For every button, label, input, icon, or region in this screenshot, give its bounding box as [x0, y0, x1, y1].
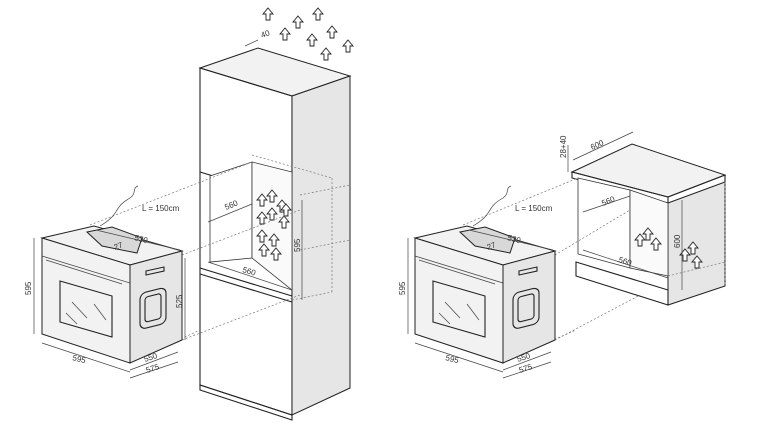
dim-niche-height: 595 [293, 238, 302, 252]
dim-oven-depth-top: 530 [134, 233, 150, 245]
dim-oven-offset-right: 27 [486, 240, 498, 252]
dim-niche-width-right: 560 [617, 255, 633, 267]
left-installation: L = 150cm 530 27 595 525 595 550 575 40 … [24, 7, 354, 421]
dim-niche-height-right: 600 [673, 234, 682, 248]
dim-niche-width: 560 [241, 265, 257, 277]
cable-length-label-right: L = 150cm [515, 204, 553, 213]
under-counter-cabinet [570, 143, 727, 306]
dim-oven-width: 595 [72, 353, 88, 365]
dim-oven-side-height: 525 [175, 294, 184, 308]
dim-worktop-gap: 28+40 [559, 135, 568, 158]
dim-oven-depth-body: 550 [143, 351, 159, 364]
dim-worktop-depth: 600 [589, 138, 605, 152]
dim-top-gap: 40 [260, 28, 272, 40]
dim-oven-width-right: 595 [445, 353, 461, 365]
dim-oven-height-right: 595 [398, 281, 407, 295]
tall-cabinet [198, 47, 352, 421]
dim-oven-depth-body-right: 550 [516, 351, 532, 364]
dim-oven-offset: 27 [113, 240, 125, 252]
dim-oven-depth-total-right: 575 [518, 362, 534, 375]
dim-oven-depth-top-right: 530 [507, 233, 523, 245]
cable-length-label: L = 150cm [142, 204, 180, 213]
dim-oven-height: 595 [24, 281, 33, 295]
ventilation-arrows-top [262, 7, 354, 61]
right-installation: L = 150cm 530 27 595 595 550 575 28+40 6… [398, 131, 727, 379]
dim-oven-depth-total: 575 [145, 362, 161, 375]
